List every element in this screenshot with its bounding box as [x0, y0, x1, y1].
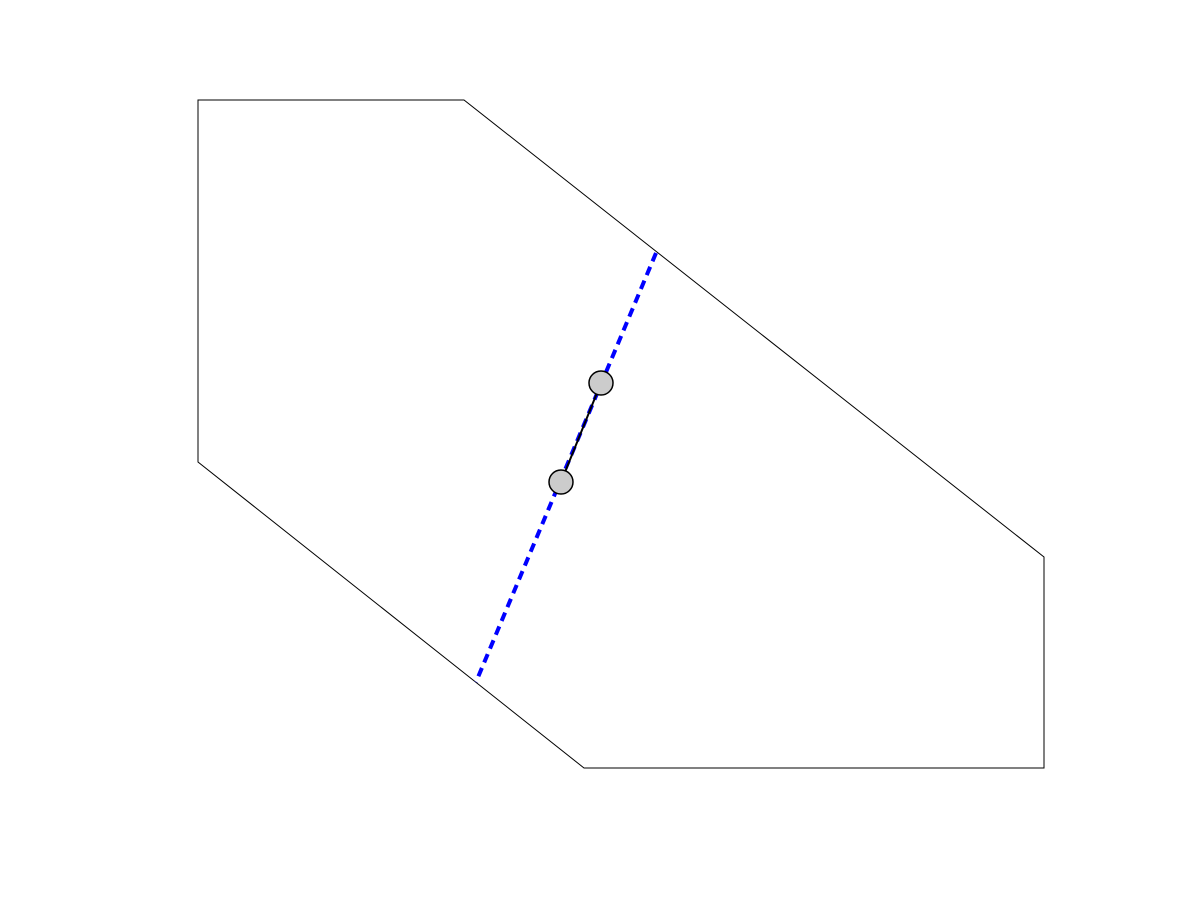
- hexagon-outline: [197, 99, 1045, 769]
- solid-segment-between-points: [560, 382, 602, 483]
- lower-point-marker: [548, 469, 574, 495]
- upper-point-marker: [588, 370, 614, 396]
